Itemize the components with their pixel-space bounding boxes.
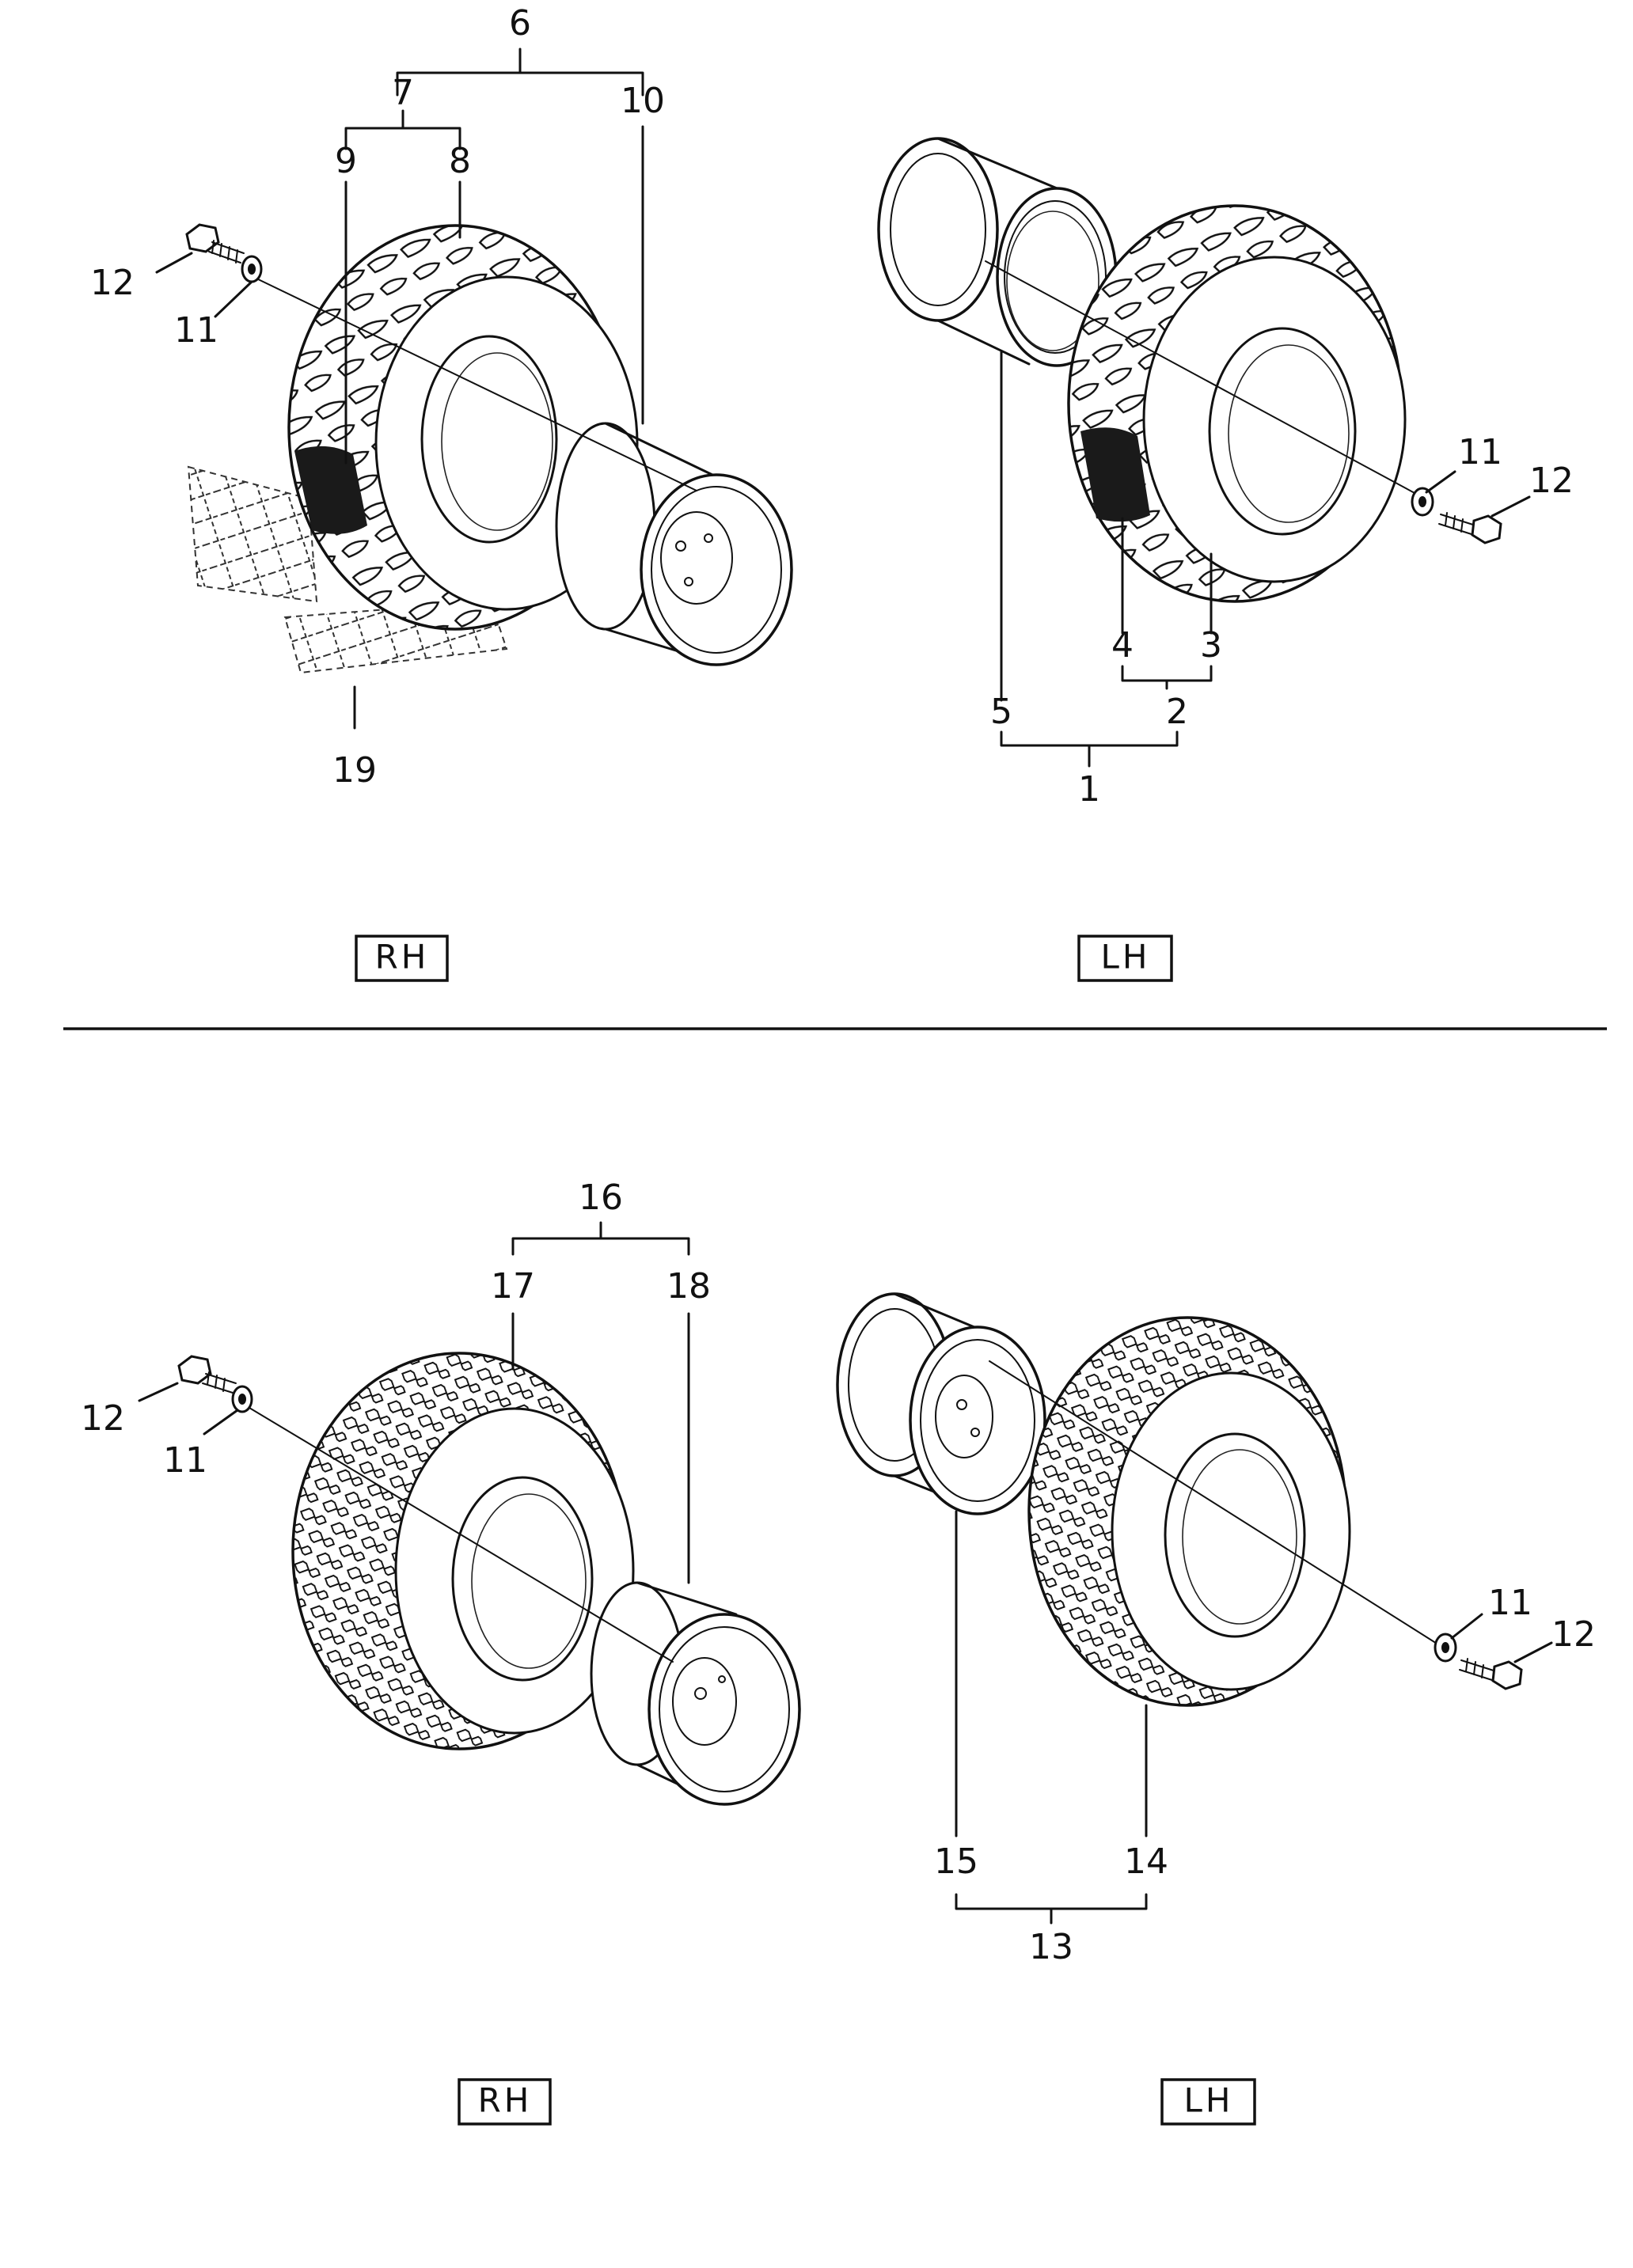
callout-9: 9 [335, 141, 357, 181]
top-rh-assembly: 6 7 9 8 10 12 11 19 RH [90, 3, 793, 982]
callout-10: 10 [621, 81, 665, 121]
axle-line [985, 260, 1426, 499]
wheel-rim-icon [836, 1292, 1046, 1515]
callout-11: 11 [163, 1440, 207, 1481]
side-box-lh-top [1077, 935, 1173, 982]
bolt-icon [1459, 1658, 1523, 1690]
callout-4: 4 [1111, 625, 1134, 666]
turf-tyre-icon [1027, 1316, 1351, 1707]
callout-11: 11 [174, 310, 218, 351]
callout-6: 6 [509, 3, 531, 44]
axle-line [237, 1400, 674, 1663]
side-box-rh-bottom [458, 2078, 552, 2126]
callout-19: 19 [332, 750, 377, 791]
bottom-lh-assembly: 15 14 13 11 12 LH [836, 1292, 1596, 2126]
callout-18: 18 [666, 1266, 711, 1307]
callout-17: 17 [491, 1266, 535, 1307]
callout-14: 14 [1124, 1841, 1168, 1882]
lug-tyre-icon [1067, 204, 1407, 603]
axle-line [253, 276, 697, 491]
turf-tyre-icon [291, 1352, 635, 1750]
bolt-icon [1438, 512, 1502, 544]
callout-12: 12 [90, 263, 135, 303]
callout-7: 7 [392, 73, 414, 113]
inner-tube-icon [1080, 427, 1150, 522]
callout-8: 8 [449, 141, 471, 181]
callout-12: 12 [1551, 1614, 1596, 1655]
side-label-lh-top: LH [1101, 938, 1151, 977]
washer-icon [1434, 1633, 1457, 1663]
washer-icon [231, 1385, 253, 1413]
axle-line [989, 1360, 1441, 1647]
side-label-rh-top: RH [375, 938, 430, 977]
side-box-rh-top [355, 935, 449, 982]
callout-15: 15 [934, 1841, 978, 1882]
lug-tyre-icon [287, 224, 639, 631]
side-box-lh-bottom [1160, 2078, 1256, 2126]
side-label-rh-bottom: RH [478, 2081, 533, 2120]
inner-tube-icon [294, 446, 367, 534]
callout-16: 16 [579, 1178, 623, 1218]
wheel-rim-icon [555, 422, 793, 666]
washer-icon [241, 255, 263, 283]
side-label-lh-bottom: LH [1184, 2081, 1234, 2120]
callout-3: 3 [1200, 625, 1222, 666]
callout-5: 5 [990, 692, 1012, 732]
callout-13: 13 [1029, 1927, 1073, 1967]
wheel-rim-icon [590, 1581, 801, 1806]
callout-12: 12 [81, 1398, 125, 1439]
callout-11: 11 [1488, 1583, 1532, 1623]
callout-2: 2 [1166, 692, 1188, 732]
callout-11: 11 [1458, 432, 1502, 472]
callout-12: 12 [1529, 461, 1574, 501]
callout-1: 1 [1078, 769, 1100, 810]
washer-icon [1411, 487, 1434, 517]
bolt-icon [177, 1355, 237, 1394]
bolt-icon [185, 223, 245, 264]
bottom-rh-assembly: 16 17 18 12 11 RH [81, 1178, 801, 2126]
top-lh-assembly: 3 4 2 5 1 11 12 LH [877, 137, 1574, 982]
